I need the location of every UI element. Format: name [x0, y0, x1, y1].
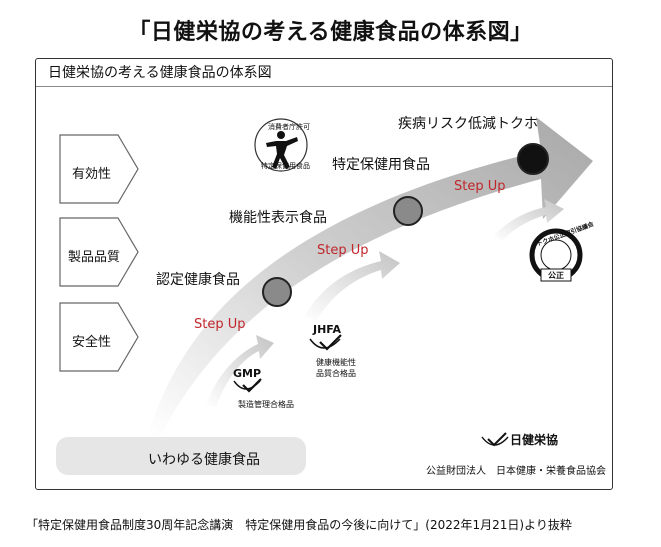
stage-label-certified: 認定健康食品 — [156, 272, 240, 288]
criteria-label-quality: 製品品質 — [68, 250, 121, 265]
jhfa-badge-title: JHFA — [313, 323, 342, 336]
tokuho-fairtrade-seal-icon — [529, 228, 583, 282]
gmp-badge-caption: 製造管理合格品 — [238, 400, 294, 409]
step-up-label-1: Step Up — [194, 317, 246, 332]
criteria-label-effectiveness: 有効性 — [72, 167, 112, 182]
org-logo-text: 日健栄協 — [510, 433, 559, 447]
stage-dot-function — [393, 196, 423, 226]
frame-title: 日健栄協の考える健康食品の体系図 — [36, 59, 612, 87]
small-arrow-jhfa — [304, 251, 400, 321]
step-up-label-3: Step Up — [454, 179, 506, 194]
page-title: 「日健栄協の考える健康食品の体系図」 — [128, 20, 533, 45]
tokuho-mark-icon — [254, 118, 308, 172]
basic-health-food-box — [56, 437, 306, 475]
jhfa-badge-caption-1: 健康機能性 — [316, 358, 356, 367]
step-up-label-2: Step Up — [317, 243, 369, 258]
pentagon-effectiveness — [59, 134, 139, 204]
stage-label-tokuho-disease: 疾病リスク低減トクホ — [398, 116, 538, 132]
gmp-badge-title: GMP — [233, 367, 262, 380]
criteria-label-safety: 安全性 — [72, 335, 112, 350]
stage-label-fosh: 特定保健用食品 — [332, 157, 430, 173]
small-arrow-seal — [494, 199, 564, 241]
pentagon-quality — [59, 217, 139, 287]
jhfa-mark-icon — [309, 334, 342, 351]
basic-health-food-label: いわゆる健康食品 — [148, 452, 260, 468]
source-footer: 「特定保健用食品制度30周年記念講演 特定保健用食品の今後に向けて」(2022年… — [26, 518, 572, 532]
jhfa-badge-caption-2: 品質合格品 — [316, 369, 356, 378]
main-growth-arrow — [148, 117, 593, 435]
diagram-frame: 日健栄協の考える健康食品の体系図 — [35, 58, 613, 490]
stage-dot-certified — [262, 277, 292, 307]
diagram-graphic — [59, 117, 593, 447]
pentagon-safety — [59, 302, 139, 372]
tokuho-mark-bottom-text: 特定保健用食品 — [261, 162, 310, 170]
small-arrow-gmp — [206, 335, 274, 407]
seal-center-text: 公正 — [548, 271, 564, 280]
stage-label-function-claim: 機能性表示食品 — [229, 210, 327, 226]
tokuho-mark-top-text: 消費者庁許可 — [268, 123, 310, 131]
stage-dot-fosh — [517, 143, 549, 175]
org-name: 公益財団法人 日本健康・栄養食品協会 — [426, 466, 606, 477]
org-logo-icon — [481, 432, 509, 447]
gmp-mark-icon — [233, 378, 262, 393]
